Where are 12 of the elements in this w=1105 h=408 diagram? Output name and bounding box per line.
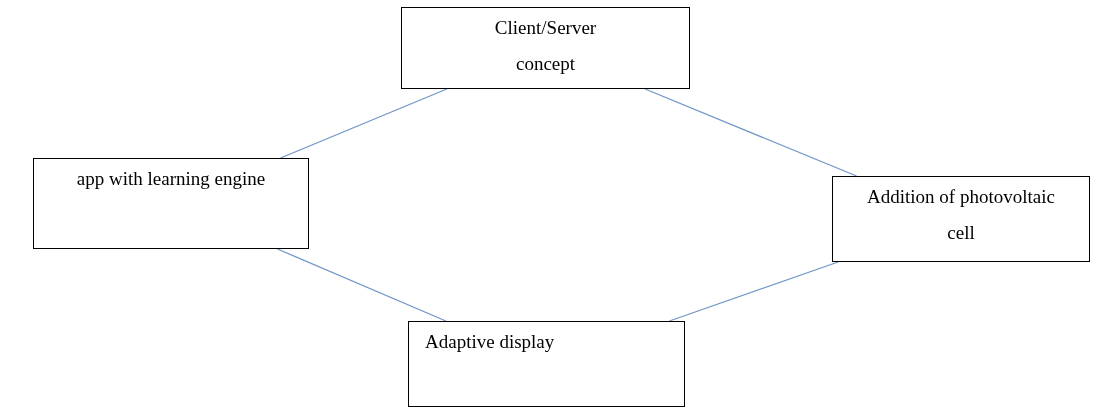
connector-line [644, 88, 858, 177]
connector-line [668, 261, 839, 322]
process-box [832, 176, 1090, 262]
connector-line [279, 88, 448, 159]
process-box [33, 158, 309, 249]
connector-line [276, 248, 447, 322]
box-label: Client/Server concept [493, 16, 598, 76]
process-box [401, 7, 690, 89]
box-label: app with learning engine [76, 167, 266, 191]
box-label: Adaptive display [425, 330, 555, 354]
process-box [408, 321, 685, 407]
box-label: Addition of photovoltaic cell [866, 185, 1056, 245]
